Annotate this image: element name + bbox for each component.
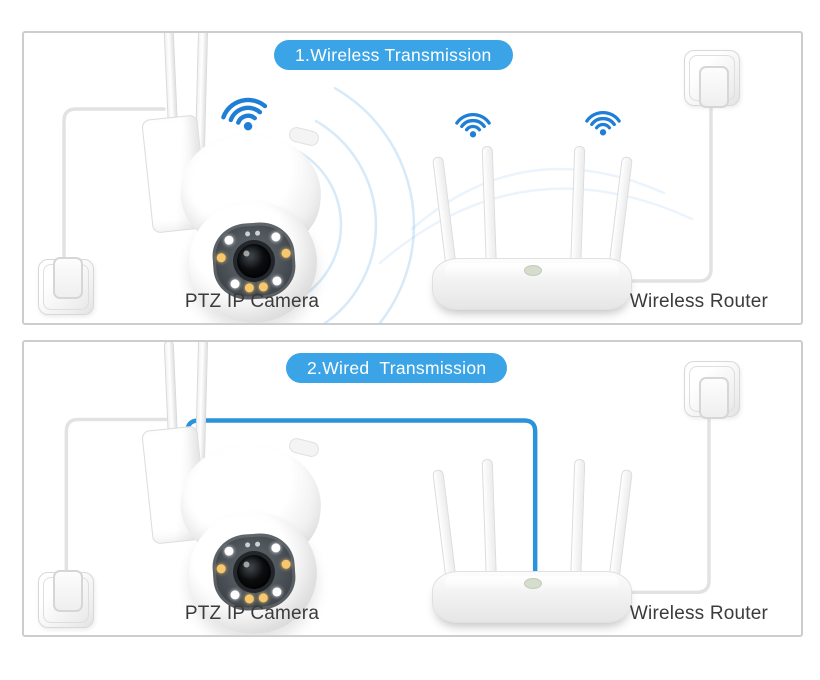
camera-led-white — [271, 232, 281, 242]
camera-led-amber — [216, 563, 226, 574]
wifi-signal-icon — [585, 111, 621, 136]
router-antenna — [481, 458, 497, 584]
router-power-cable — [620, 414, 711, 595]
camera-lens — [235, 242, 273, 280]
camera-led-white — [271, 543, 281, 553]
router-antenna — [432, 156, 457, 271]
router-label: Wireless Router — [629, 291, 769, 312]
router-label: Wireless Router — [629, 603, 769, 624]
power-plug — [53, 570, 83, 612]
camera-led-white — [230, 279, 240, 289]
camera-ball-head — [189, 201, 317, 323]
router-antenna — [608, 469, 633, 584]
wall-outlet-left — [38, 257, 94, 315]
wifi-signal-icon — [455, 113, 491, 138]
camera-label: PTZ IP Camera — [184, 603, 320, 624]
camera-ball-head — [189, 512, 317, 634]
router-antenna — [570, 458, 586, 584]
camera-face-panel — [210, 531, 298, 613]
power-plug — [699, 377, 729, 419]
transmission-mode-badge: 1.Wireless Transmission — [274, 40, 513, 70]
router-led — [524, 265, 542, 276]
wireless-router-illustration — [432, 458, 633, 623]
router-body — [432, 258, 632, 310]
camera-label: PTZ IP Camera — [184, 291, 320, 312]
camera-face-panel — [210, 220, 298, 302]
router-led — [524, 578, 542, 589]
router-antenna — [570, 145, 586, 271]
camera-dome-cap — [287, 125, 321, 148]
ptz-camera-illustration — [139, 342, 344, 634]
power-plug — [699, 66, 729, 108]
camera-led-amber — [281, 559, 291, 570]
camera-led-amber — [281, 248, 291, 259]
router-power-cable — [622, 104, 713, 283]
transmission-mode-badge: 2.Wired Transmission — [286, 353, 508, 383]
ir-sensor-dot — [244, 542, 251, 548]
ir-sensor-dot — [254, 230, 261, 236]
ptz-camera-illustration — [139, 33, 344, 323]
power-plug — [53, 257, 83, 299]
ir-sensor-dot — [244, 231, 251, 237]
camera-lens — [235, 553, 273, 591]
wall-outlet-left — [38, 570, 94, 628]
wireless-router-illustration — [432, 145, 633, 310]
wifi-signal-icon — [221, 97, 268, 131]
camera-led-white — [272, 587, 282, 597]
panel-wireless-transmission: 1.Wireless Transmission PTZ IP Camera Wi… — [22, 31, 803, 325]
camera-led-white — [224, 235, 234, 245]
router-body — [432, 571, 632, 623]
router-antenna — [432, 469, 457, 584]
panel-wired-transmission: 2.Wired Transmission PTZ IP Camera Wirel… — [22, 340, 803, 637]
camera-led-amber — [216, 252, 226, 263]
wall-outlet-right — [684, 361, 740, 419]
camera-led-white — [230, 590, 240, 600]
camera-led-white — [224, 546, 234, 556]
camera-led-amber — [258, 593, 269, 603]
router-antenna — [608, 156, 633, 271]
camera-dome-cap — [287, 436, 321, 459]
ir-sensor-dot — [254, 541, 261, 547]
router-antenna — [481, 145, 497, 271]
camera-led-white — [272, 276, 282, 286]
wall-outlet-right — [684, 50, 740, 108]
